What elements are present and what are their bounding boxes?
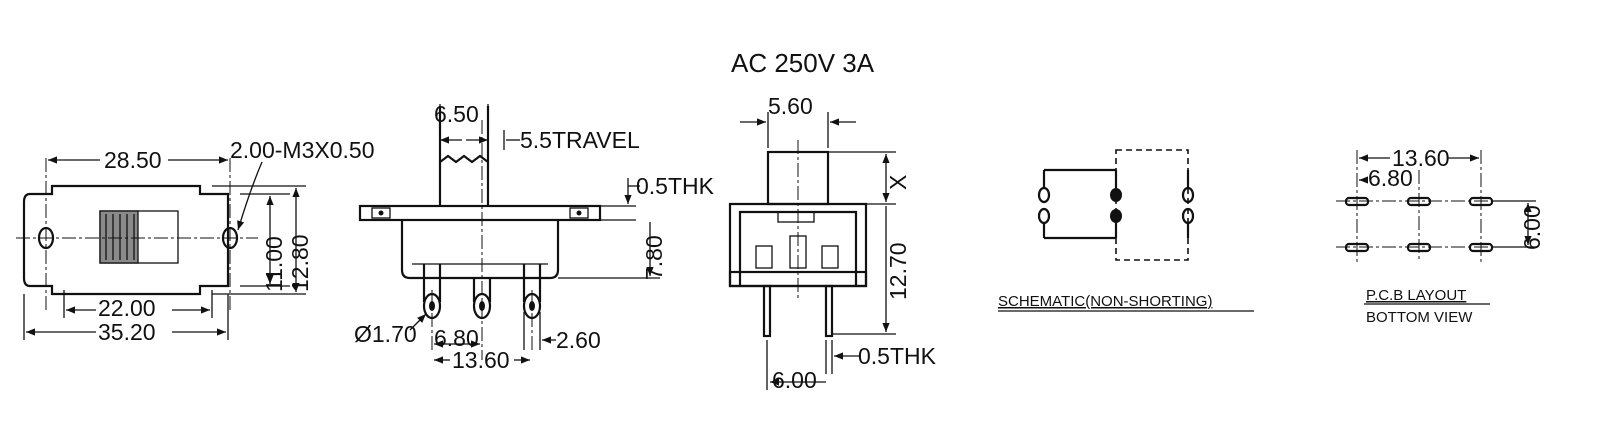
side-dim-actuator-width: 6.50: [434, 101, 479, 127]
side-mount-plate: [358, 204, 602, 222]
pcb-label-line2: BOTTOM VIEW: [1366, 309, 1473, 326]
side-body: [400, 220, 560, 280]
front-dim-inner-height: 11.00: [261, 236, 287, 292]
end-dim-actuator-width: 5.60: [768, 93, 813, 119]
side-dim-travel: 5.5TRAVEL: [520, 127, 640, 153]
end-pin-right: [824, 284, 834, 338]
schematic-label: SCHEMATIC(NON-SHORTING): [998, 293, 1212, 310]
end-dim-actuator-height: X: [885, 175, 911, 190]
front-dim-hole-spacing: 28.50: [104, 147, 162, 173]
side-dim-pin-hole: Ø1.70: [354, 321, 417, 347]
schematic-dashed-box: [1115, 149, 1189, 261]
front-dim-mount-hole: 2.00-M3X0.50: [230, 137, 374, 163]
pcb-dim-span: 13.60: [1392, 145, 1450, 171]
front-mounting-plate: [22, 184, 230, 296]
front-view: 28.50 2.00-M3X0.50 22.00 35.20 11.00 12.…: [16, 137, 374, 345]
schematic-common-top: [1110, 188, 1122, 202]
side-dim-pin-span: 13.60: [452, 347, 510, 373]
side-view: 6.50 5.5TRAVEL 0.5THK 7.80 Ø1.70 6.80 13…: [354, 101, 715, 373]
end-pin-left: [762, 284, 772, 338]
pcb-dim-row-spacing: 6.00: [1519, 205, 1545, 250]
side-dim-body-height: 7.80: [641, 235, 667, 280]
end-dim-pin-thk: 0.5THK: [858, 343, 937, 369]
side-dim-pin-width: 2.60: [556, 327, 601, 353]
schematic-common-bottom: [1110, 209, 1122, 223]
schematic: SCHEMATIC(NON-SHORTING): [998, 149, 1254, 312]
front-dim-outer-height: 12.80: [287, 234, 313, 292]
side-dim-pin-pitch: 6.80: [434, 325, 479, 351]
side-dim-plate-thk: 0.5THK: [636, 173, 715, 199]
pcb-layout: 13.60 6.80 6.00 P.C.B LAYOUT BOTTOM VIEW: [1336, 145, 1545, 326]
side-actuator: [438, 154, 490, 206]
front-dim-inner-width: 22.00: [98, 295, 156, 321]
end-dim-pin-spacing: 6.00: [772, 367, 817, 393]
pcb-dim-pitch: 6.80: [1368, 165, 1413, 191]
end-dim-body-height: 12.70: [885, 242, 911, 300]
end-view: 5.60 X 12.70 0.5THK 6.00: [728, 93, 937, 393]
pcb-label-line1: P.C.B LAYOUT: [1366, 287, 1466, 304]
front-dim-outer-width: 35.20: [98, 319, 156, 345]
rating-title: AC 250V 3A: [731, 48, 875, 78]
